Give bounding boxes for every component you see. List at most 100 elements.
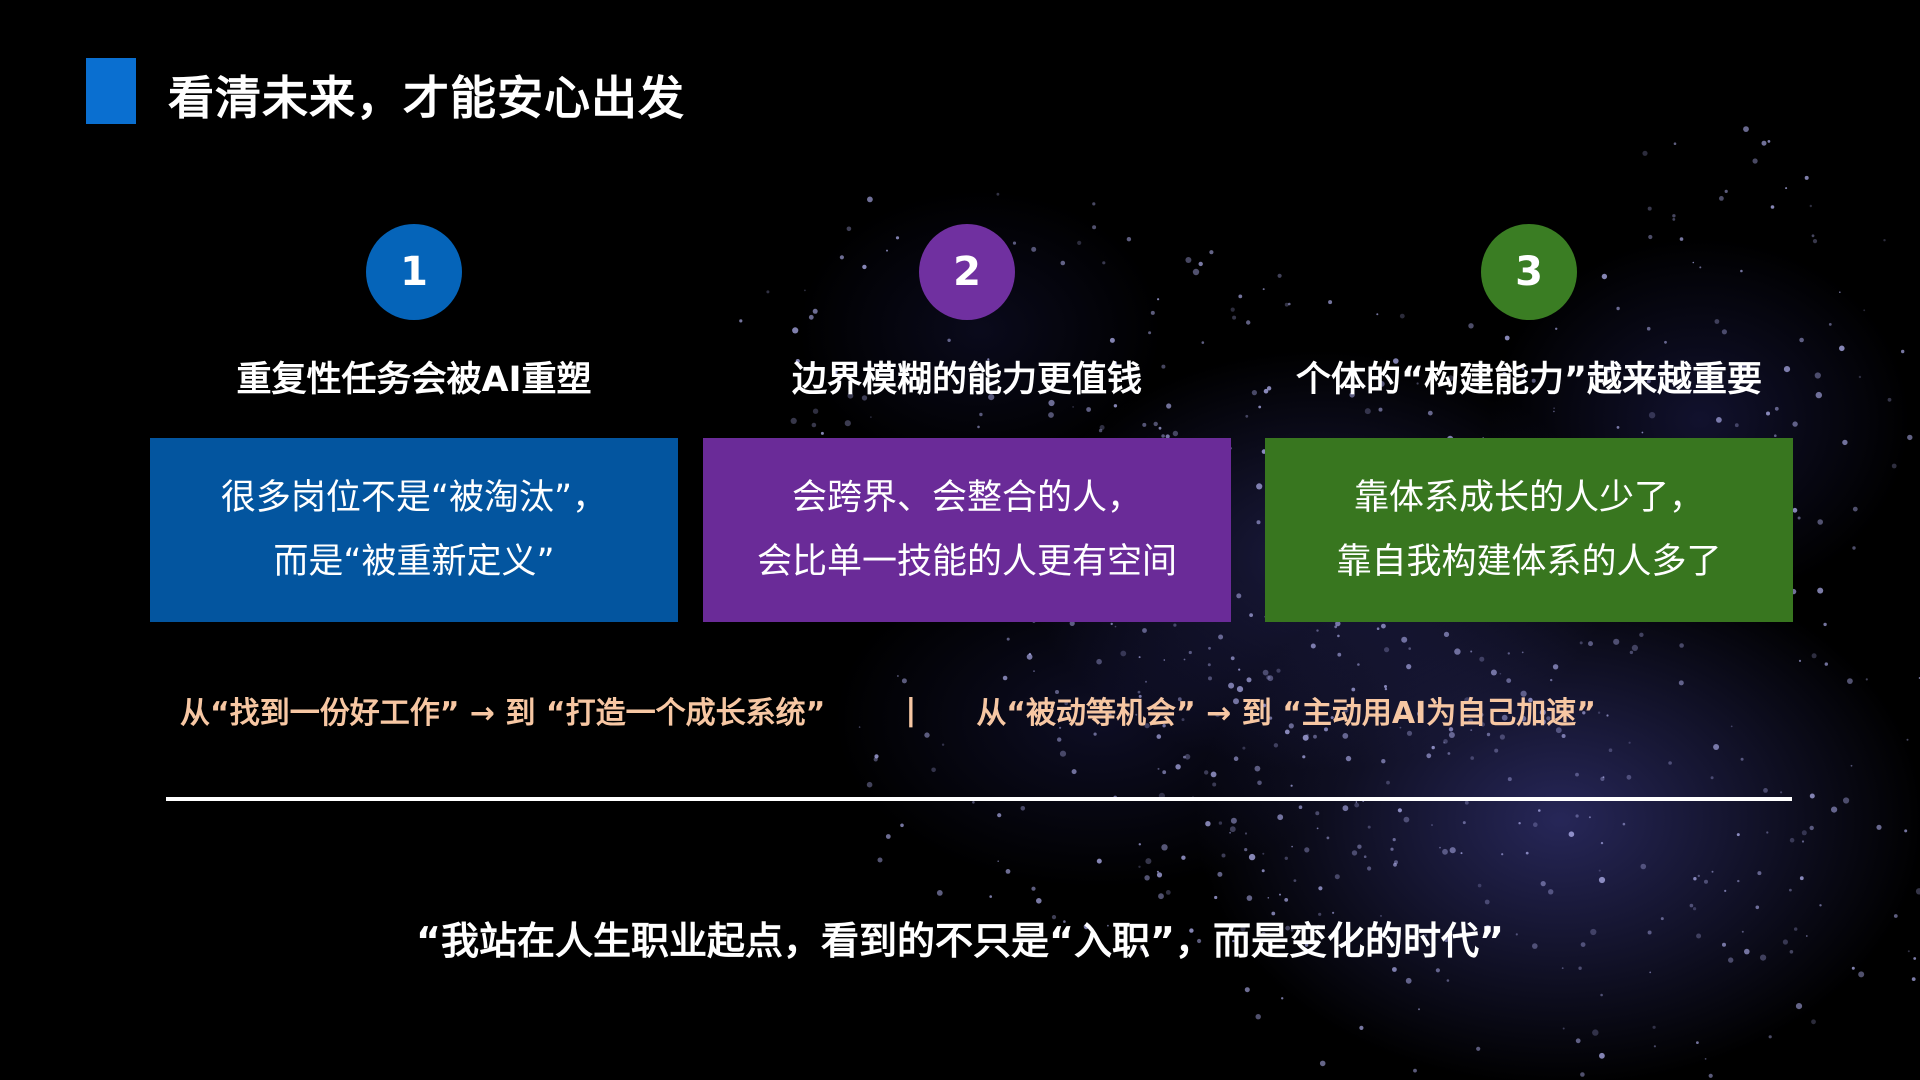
particle-dot bbox=[1380, 915, 1382, 917]
particle-dot bbox=[1232, 939, 1235, 943]
particle-dot bbox=[1462, 821, 1466, 825]
particle-dot bbox=[1850, 764, 1853, 767]
particle-dot bbox=[1540, 719, 1546, 725]
particle-dot bbox=[1741, 930, 1744, 933]
particle-dot bbox=[1532, 943, 1538, 949]
particle-dot bbox=[1479, 712, 1484, 717]
particle-dot bbox=[1212, 782, 1217, 787]
particle-dot bbox=[1276, 668, 1281, 673]
particle-dot bbox=[1417, 711, 1423, 717]
particle-dot bbox=[831, 368, 838, 375]
particle-dot bbox=[1507, 777, 1512, 782]
particle-dot bbox=[1031, 886, 1036, 891]
particle-dot bbox=[1390, 847, 1394, 851]
particle-dot bbox=[1230, 656, 1235, 661]
particle-dot bbox=[1696, 933, 1702, 939]
particle-dot bbox=[1248, 853, 1256, 861]
particle-dot bbox=[1218, 634, 1224, 640]
particle-dot bbox=[1484, 925, 1491, 931]
particle-dot bbox=[1092, 225, 1097, 230]
particle-dot bbox=[1107, 924, 1109, 927]
particle-dot bbox=[1616, 306, 1620, 311]
particle-dot bbox=[1288, 723, 1294, 729]
particle-dot bbox=[1653, 1045, 1656, 1048]
particle-dot bbox=[1378, 407, 1383, 412]
particle-dot bbox=[1460, 852, 1463, 855]
particle-dot bbox=[1692, 261, 1695, 264]
particle-dot bbox=[1263, 388, 1269, 394]
particle-dot bbox=[1330, 716, 1334, 720]
particle-dot bbox=[1258, 405, 1262, 409]
particle-dot bbox=[1528, 697, 1533, 703]
column-1-card-line-1: 很多岗位不是“被淘汰”， bbox=[220, 478, 608, 518]
particle-dot bbox=[1238, 294, 1243, 299]
particle-dot bbox=[1752, 158, 1758, 164]
closing-quote: “我站在人生职业起点，看到的不只是“入职”，而是变化的时代” bbox=[416, 919, 1504, 963]
particle-dot bbox=[1668, 761, 1672, 765]
particle-dot bbox=[1913, 957, 1917, 960]
particle-dot bbox=[1172, 430, 1179, 437]
particle-dot bbox=[1693, 907, 1697, 911]
particle-dot bbox=[1240, 926, 1246, 932]
particle-dot bbox=[1721, 329, 1727, 335]
particle-dot bbox=[1232, 315, 1237, 320]
particle-dot bbox=[1156, 872, 1163, 878]
particle-dot bbox=[1499, 734, 1505, 740]
particle-dot bbox=[1284, 856, 1289, 860]
particle-dot bbox=[895, 236, 900, 240]
particle-dot bbox=[1801, 840, 1805, 843]
particle-dot bbox=[1413, 1068, 1417, 1073]
particle-dot bbox=[1794, 927, 1798, 931]
particle-dot bbox=[901, 678, 907, 684]
particle-dot bbox=[1110, 622, 1113, 626]
particle-dot bbox=[1135, 713, 1138, 716]
particle-dot bbox=[1376, 627, 1380, 630]
particle-dot bbox=[1774, 434, 1777, 438]
particle-dot bbox=[1439, 846, 1441, 849]
particle-dot bbox=[1357, 663, 1360, 666]
particle-dot bbox=[1316, 924, 1321, 929]
particle-dot bbox=[1033, 670, 1035, 672]
particle-dot bbox=[1598, 876, 1606, 884]
particle-dot bbox=[1774, 406, 1779, 411]
particle-dot bbox=[936, 890, 943, 896]
particle-dot bbox=[1789, 837, 1795, 843]
particle-dot bbox=[1251, 390, 1257, 396]
particle-dot bbox=[1679, 237, 1684, 241]
column-3-card: 靠体系成长的人少了， 靠自我构建体系的人多了 bbox=[1265, 438, 1793, 622]
particle-dot bbox=[1408, 714, 1412, 718]
particle-dot bbox=[1162, 724, 1166, 728]
particle-dot bbox=[1852, 506, 1858, 512]
particle-dot bbox=[1072, 406, 1074, 408]
particle-dot bbox=[1443, 739, 1448, 744]
particle-dot bbox=[1479, 656, 1485, 662]
particle-dot bbox=[1652, 1025, 1656, 1029]
particle-dot bbox=[1887, 397, 1892, 402]
particle-dot bbox=[1399, 726, 1402, 729]
particle-dot bbox=[1811, 653, 1817, 659]
particle-dot bbox=[1408, 647, 1411, 650]
particle-dot bbox=[1144, 875, 1150, 881]
particle-dot bbox=[1138, 865, 1141, 868]
particle-dot bbox=[1161, 434, 1165, 438]
particle-dot bbox=[1145, 858, 1152, 865]
particle-dot bbox=[1561, 734, 1566, 738]
particle-dot bbox=[1907, 950, 1910, 953]
particle-dot bbox=[1384, 647, 1390, 653]
particle-dot bbox=[1699, 266, 1702, 269]
particle-dot bbox=[1291, 845, 1293, 848]
particle-dot bbox=[1766, 831, 1769, 834]
particle-dot bbox=[1139, 946, 1145, 951]
particle-dot bbox=[1256, 520, 1261, 525]
particle-dot bbox=[1059, 750, 1067, 757]
particle-dot bbox=[1550, 678, 1553, 682]
particle-dot bbox=[1261, 869, 1265, 873]
particle-dot bbox=[1768, 1035, 1772, 1039]
particle-dot bbox=[1648, 234, 1653, 240]
particle-dot bbox=[1839, 291, 1841, 294]
particle-dot bbox=[1192, 268, 1200, 276]
particle-dot bbox=[1641, 431, 1644, 434]
particle-dot bbox=[1197, 938, 1202, 944]
particle-dot bbox=[1490, 669, 1497, 676]
